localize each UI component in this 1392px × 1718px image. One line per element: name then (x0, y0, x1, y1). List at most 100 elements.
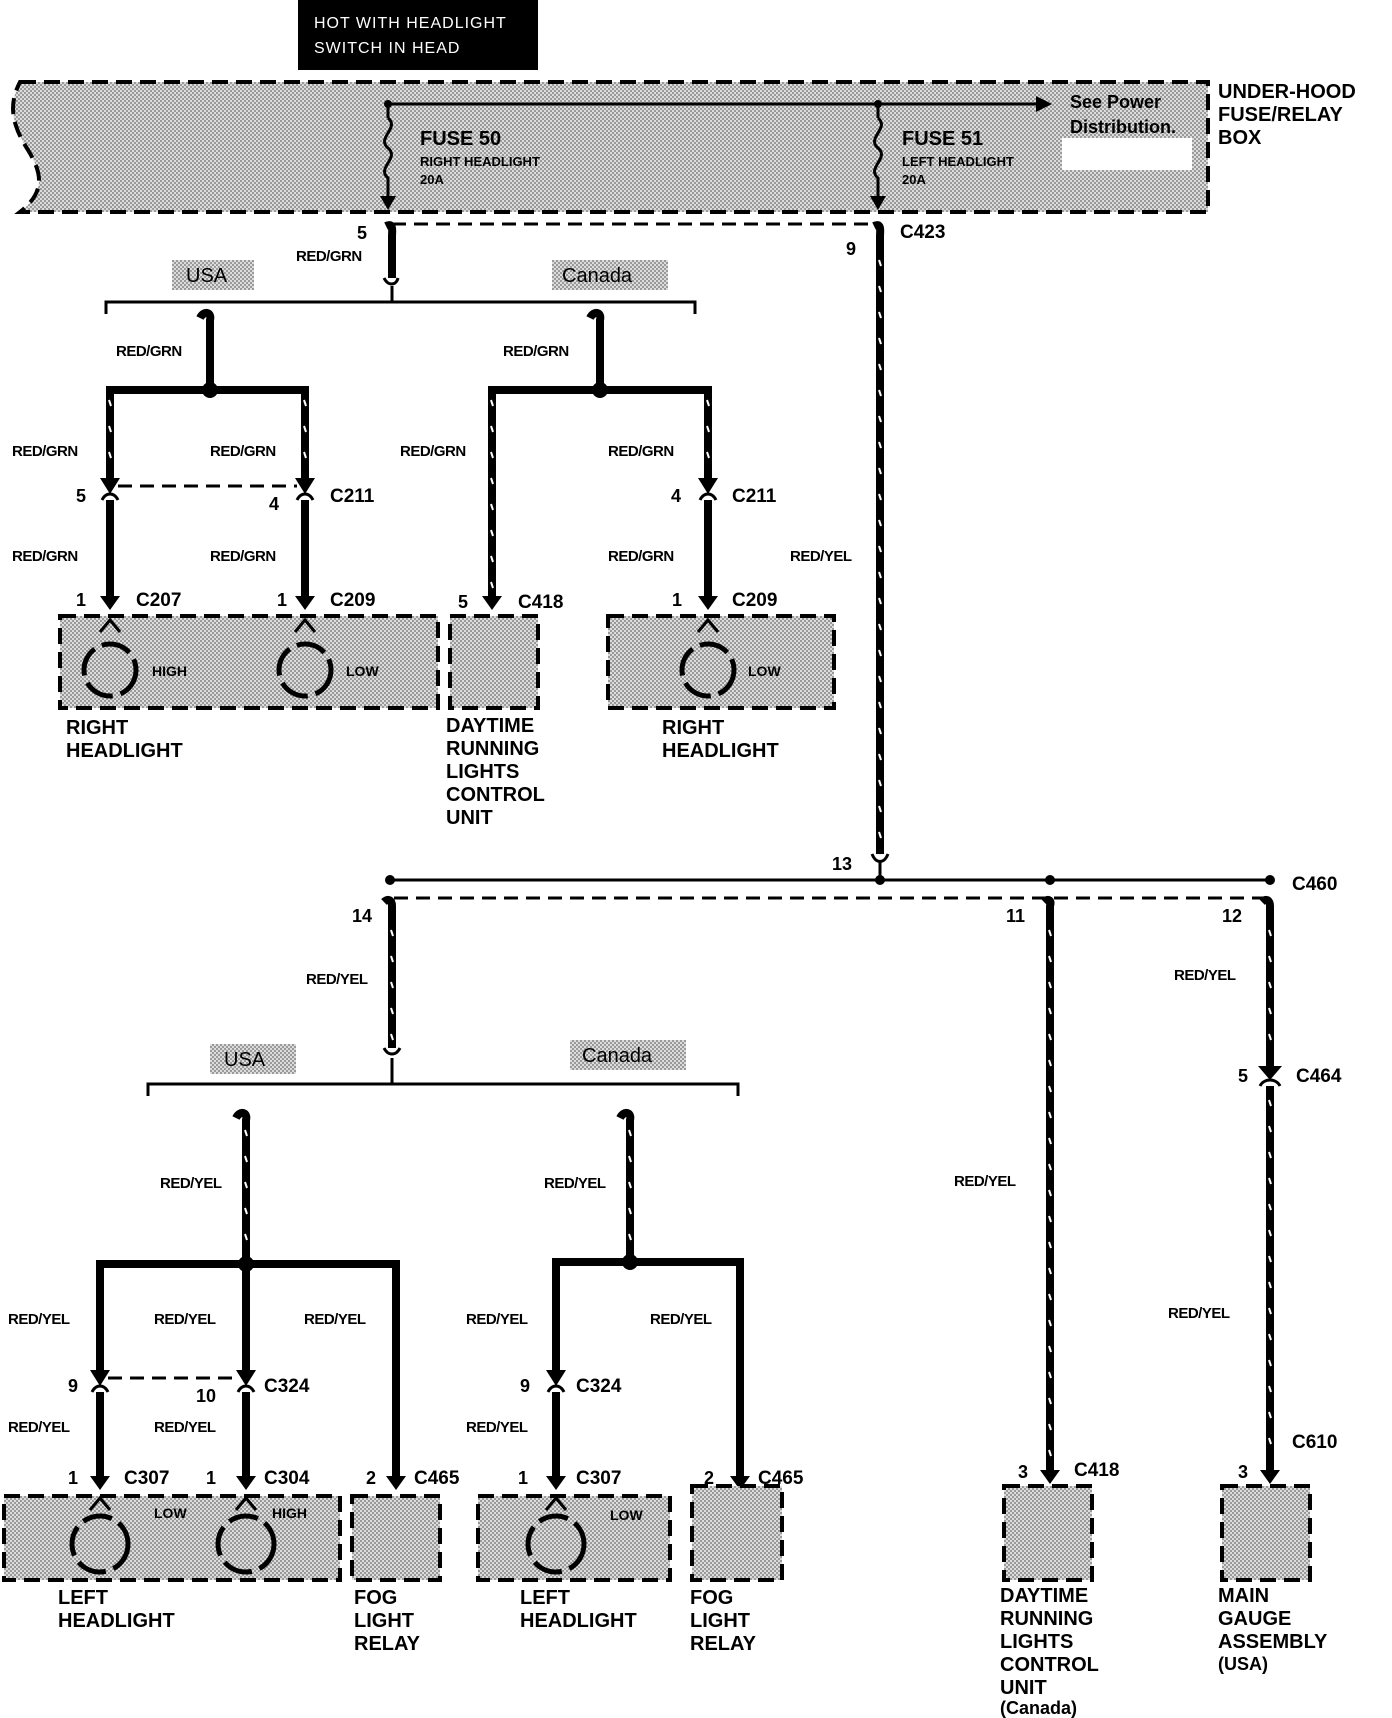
wire-color-label: RED/YEL (790, 548, 852, 565)
wire-tick (244, 1181, 248, 1189)
wire-color-label: RED/GRN (12, 443, 78, 460)
pin-label: 1 (672, 590, 682, 610)
wire-tick (490, 555, 494, 563)
low-beam-filament (69, 1513, 131, 1575)
wire-tick (1048, 981, 1052, 989)
wire-tick (490, 503, 494, 511)
right-headlight-label: HEADLIGHT (662, 740, 779, 762)
pin-label: 1 (518, 1468, 528, 1488)
wire-color-label: RED/GRN (296, 248, 362, 265)
wire-texture (108, 259, 1272, 1457)
wire-tick (1048, 1189, 1052, 1197)
connector-c307: C307 (576, 1468, 621, 1489)
left-headlight-label: HEADLIGHT (58, 1610, 175, 1632)
wire-tick (706, 399, 710, 407)
wire-tick (1268, 1307, 1272, 1315)
wire-tick (878, 597, 882, 605)
wire-color-label: RED/YEL (8, 1419, 70, 1436)
drl-unit-label: DAYTIME (446, 715, 534, 737)
wire-tick (878, 779, 882, 787)
wire-tick (390, 981, 394, 989)
connector-c211: C211 (330, 486, 375, 507)
left-headlight-label: LEFT (58, 1587, 108, 1609)
connector-c209: C209 (330, 590, 375, 611)
drl-unit-label: CONTROL (446, 784, 545, 806)
filament-high-label: HIGH (272, 1505, 307, 1521)
wire-tick (244, 1233, 248, 1241)
wire-tick (628, 1129, 632, 1137)
wire-tick (1048, 1215, 1052, 1223)
high-beam-filament (81, 641, 139, 699)
pin-label: 5 (1238, 1066, 1248, 1086)
left-headlight-label: HEADLIGHT (520, 1610, 637, 1632)
wire-tick (303, 399, 307, 407)
right-headlight-circuit: RED/GRN USA Canada RED/GRN RED/GRN RED/G… (12, 221, 836, 829)
wire-tick (244, 1207, 248, 1215)
wire-color-label: RED/YEL (650, 1311, 712, 1328)
wire-tick (1048, 1085, 1052, 1093)
wire-color-label: RED/GRN (608, 443, 674, 460)
wire-color-label: RED/YEL (154, 1311, 216, 1328)
wire-tick (303, 425, 307, 433)
wire-tick (878, 623, 882, 631)
low-beam-filament (525, 1513, 587, 1575)
wire-tick (490, 581, 494, 589)
fuse-box-label-3: BOX (1218, 127, 1262, 149)
filament-low-label: LOW (154, 1505, 187, 1521)
wire-color-label: RED/GRN (116, 343, 182, 360)
fuse-50-rating: 20A (420, 172, 444, 187)
wire-color-label: RED/YEL (306, 971, 368, 988)
pin-label: 12 (1222, 906, 1242, 926)
fog-relay-label: FOG (354, 1587, 397, 1609)
wire-tick (1268, 1203, 1272, 1211)
wire-tick (1048, 1345, 1052, 1353)
right-headlight-label: RIGHT (662, 717, 724, 739)
wire-tick (108, 451, 112, 459)
connector-c465: C465 (758, 1468, 804, 1489)
wire-color-label: RED/YEL (954, 1173, 1016, 1190)
wire-tick (1048, 1059, 1052, 1067)
wire-tick (1048, 1319, 1052, 1327)
wire-tick (1048, 1033, 1052, 1041)
wire-tick (878, 493, 882, 501)
drl-and-gauge-circuit: RED/YEL 3 C418 DAYTIME RUNNING LIGHTS CO… (954, 895, 1342, 1718)
fuse-relay-box: FUSE 50 RIGHT HEADLIGHT 20A FUSE 51 LEFT… (11, 80, 1356, 214)
wire-tick (1048, 1163, 1052, 1171)
main-gauge-label: GAUGE (1218, 1608, 1291, 1630)
region-usa: USA (224, 1049, 266, 1071)
wire-tick (1048, 1241, 1052, 1249)
pin-label: 11 (1006, 906, 1025, 926)
connector-c418: C418 (1074, 1460, 1119, 1481)
connector-c610: C610 (1292, 1432, 1337, 1453)
wire-tick (878, 311, 882, 319)
wire-color-label: RED/GRN (210, 548, 276, 565)
wire-tick (1268, 1033, 1272, 1041)
see-power-line-1: See Power (1070, 92, 1161, 112)
wire-tick (244, 1129, 248, 1137)
wire-tick (1268, 1177, 1272, 1185)
connector-c209: C209 (732, 590, 777, 611)
wire-tick (878, 753, 882, 761)
wire-tick (878, 649, 882, 657)
wire-tick (878, 831, 882, 839)
wire-tick (878, 519, 882, 527)
wire-tick (878, 441, 882, 449)
wire-tick (1048, 1267, 1052, 1275)
wire-tick (390, 955, 394, 963)
wire-tick (1048, 1137, 1052, 1145)
wire-tick (1268, 1333, 1272, 1341)
fuse-50-symbol (383, 116, 393, 196)
wire-tick (1268, 1125, 1272, 1133)
wire-color-label: RED/YEL (304, 1311, 366, 1328)
wire-tick (628, 1233, 632, 1241)
connector-c465: C465 (414, 1468, 460, 1489)
wire-tick (1268, 1359, 1272, 1367)
pin-label: 3 (1238, 1462, 1248, 1482)
wire-color-label: RED/YEL (466, 1311, 528, 1328)
wire-tick (878, 571, 882, 579)
pin-label: 13 (832, 854, 852, 874)
wire-tick (1048, 1293, 1052, 1301)
wire-tick (1048, 1007, 1052, 1015)
left-headlight-trunk: RED/YEL 13 C460 14 11 12 (352, 221, 1337, 926)
wire-color-label: RED/GRN (12, 548, 78, 565)
